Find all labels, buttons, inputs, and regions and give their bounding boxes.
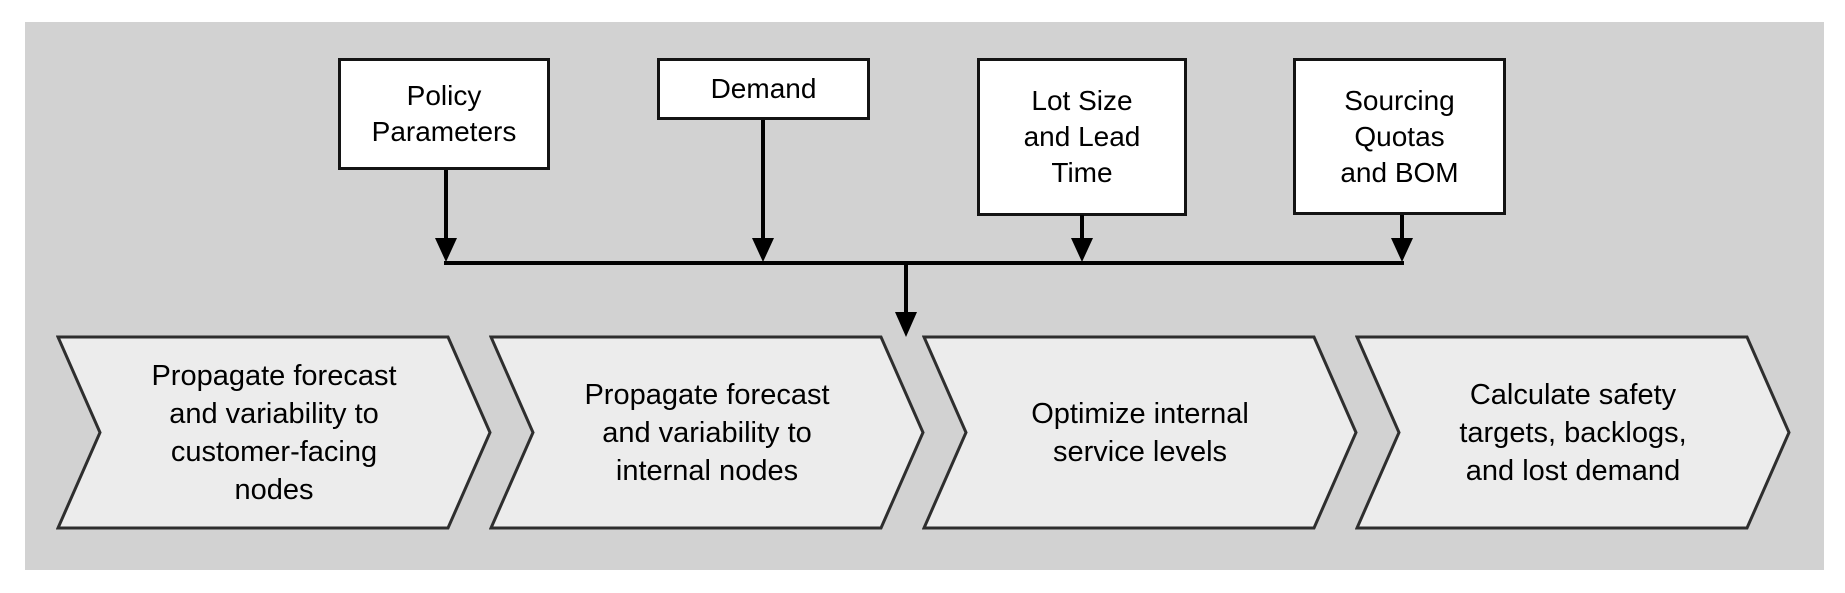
chevron-shape bbox=[489, 335, 925, 530]
input-box-label: Lot Size and Lead Time bbox=[1023, 85, 1141, 188]
step-label: Propagate forecast and variability to cu… bbox=[151, 359, 397, 506]
input-box-label: Sourcing Quotas and BOM bbox=[1340, 84, 1459, 188]
step-label: Calculate safety targets, backlogs, and … bbox=[1459, 378, 1687, 487]
input-box-lot-size-lead-time: Lot Size and Lead Time bbox=[977, 58, 1187, 216]
step-label: Optimize internal service levels bbox=[1031, 397, 1249, 468]
input-box-label: Policy Parameters bbox=[371, 80, 517, 147]
step-chevron-3: Optimize internal service levels bbox=[922, 335, 1358, 530]
input-box-label: Demand bbox=[710, 73, 817, 104]
input-box-demand: Demand bbox=[657, 58, 870, 120]
chevron-shape bbox=[56, 335, 492, 530]
step-chevron-4: Calculate safety targets, backlogs, and … bbox=[1355, 335, 1791, 530]
chevron-shape bbox=[1355, 335, 1791, 530]
step-chevron-1: Propagate forecast and variability to cu… bbox=[56, 335, 492, 530]
step-label: Propagate forecast and variability to in… bbox=[584, 378, 830, 487]
input-box-policy-parameters: Policy Parameters bbox=[338, 58, 550, 170]
chevron-shape bbox=[922, 335, 1358, 530]
step-chevron-2: Propagate forecast and variability to in… bbox=[489, 335, 925, 530]
input-box-sourcing-quotas-bom: Sourcing Quotas and BOM bbox=[1293, 58, 1506, 215]
